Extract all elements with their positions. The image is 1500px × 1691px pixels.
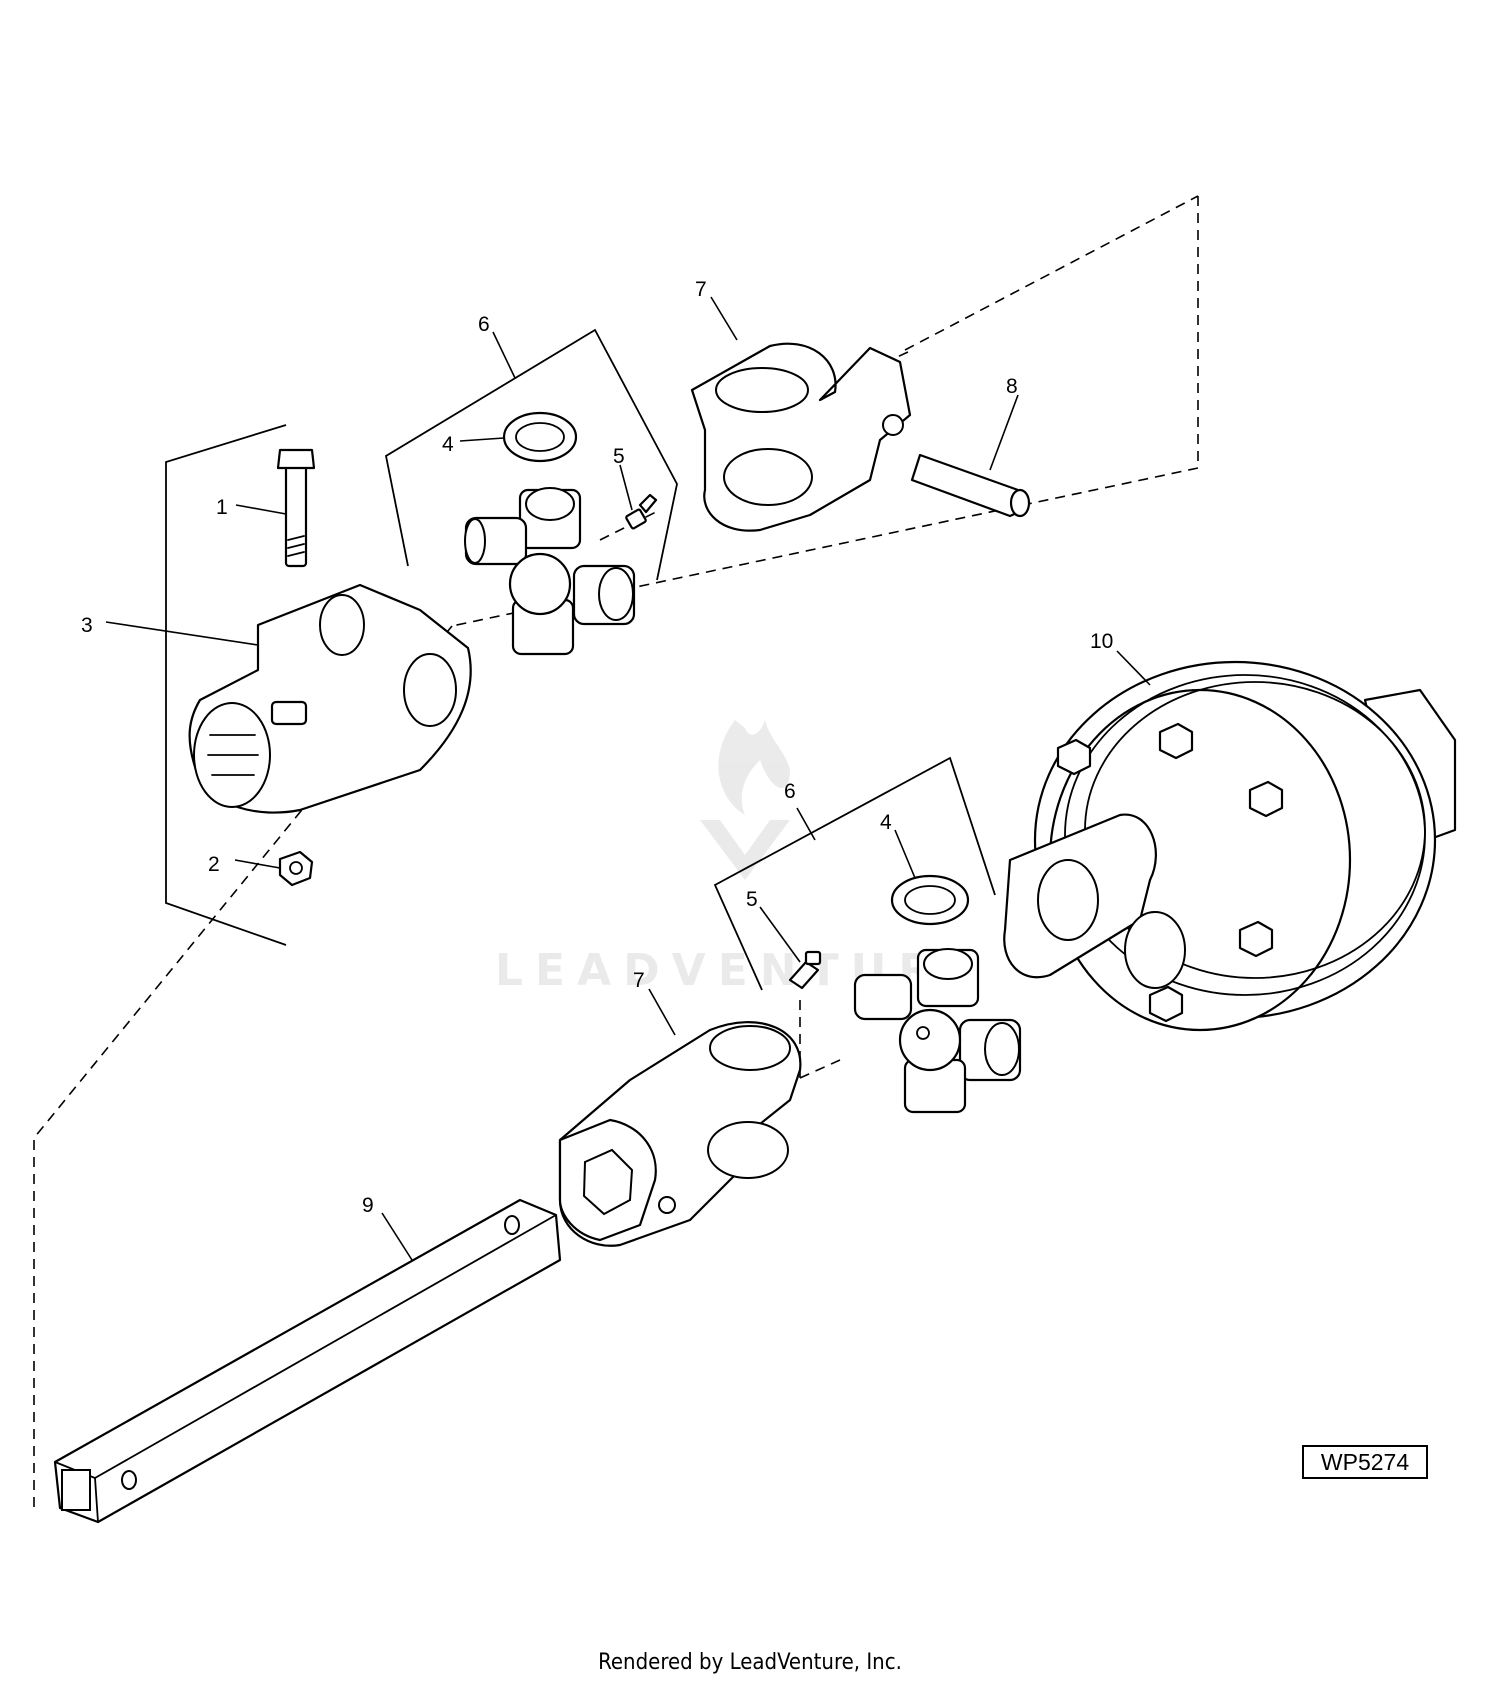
slip-clutch-part: [1003, 660, 1457, 1032]
snap-ring-lower-part: [890, 874, 970, 926]
callout-5-upper: 5: [613, 445, 625, 468]
watermark-text: LEADVENTURE: [495, 945, 986, 996]
callout-3: 3: [81, 614, 93, 637]
watermark-logo: [700, 720, 790, 880]
callout-1: 1: [216, 496, 228, 519]
callout-6-upper: 6: [478, 313, 490, 336]
square-shaft-part: [53, 1198, 562, 1524]
nut-part: [278, 850, 314, 887]
bolt-part: [276, 448, 316, 568]
callout-4-upper: 4: [442, 433, 454, 456]
callout-6-lower: 6: [784, 780, 796, 803]
pin-part: [910, 453, 1031, 518]
callout-leaders: [105, 296, 1151, 1261]
callout-2: 2: [208, 853, 220, 876]
cross-bearing-upper-part: [464, 487, 636, 656]
callout-5-lower: 5: [746, 888, 758, 911]
bracket-cross-kit-lower: [713, 756, 996, 991]
callout-10: 10: [1090, 630, 1113, 653]
grease-fitting-lower-part: [788, 950, 822, 990]
callout-4-lower: 4: [880, 811, 892, 834]
callout-7-lower: 7: [633, 969, 645, 992]
cross-bearing-lower-part: [853, 948, 1022, 1114]
assembly-dashed-outline: [33, 195, 1199, 1514]
figure-id-label: WP5274: [1302, 1445, 1428, 1479]
weld-yoke-upper-part: [690, 342, 912, 532]
callout-7-upper: 7: [695, 278, 707, 301]
bracket-cross-kit-upper: [384, 328, 678, 581]
weld-yoke-lower-part: [558, 1021, 802, 1247]
footer-credit: Rendered by LeadVenture, Inc.: [598, 1650, 902, 1675]
grease-fitting-upper-part: [625, 493, 658, 530]
callout-9: 9: [362, 1194, 374, 1217]
callout-8: 8: [1006, 375, 1018, 398]
splined-yoke-part: [188, 583, 472, 814]
snap-ring-upper-part: [502, 411, 578, 463]
bracket-yoke-group: [165, 424, 287, 946]
